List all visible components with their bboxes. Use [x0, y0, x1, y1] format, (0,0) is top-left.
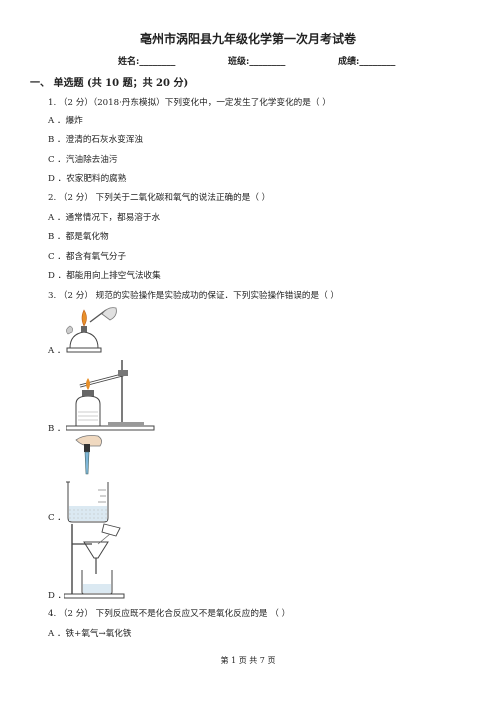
question-2-option-b: B ．都是氧化物 — [48, 232, 109, 242]
alcohol-lamp-figure — [66, 307, 117, 353]
dropper-beaker-figure — [66, 435, 109, 523]
question-1-option-b: B ．澄清的石灰水变浑浊 — [48, 135, 143, 145]
page-title: 亳州市涡阳县九年级化学第一次月考试卷 — [139, 32, 356, 46]
score-label: 成绩: — [338, 57, 360, 67]
question-2-option-a: A ．通常情况下，都易溶于水 — [48, 213, 161, 223]
page-footer: 第 1 页 共 7 页 — [220, 656, 276, 665]
class-field: 班级:________ — [228, 54, 285, 67]
question-1-option-d: D ．农家肥料的腐熟 — [48, 174, 127, 184]
question-2-option-c: C ．都含有氧气分子 — [48, 252, 127, 262]
question-1-stem: 1. （2 分）（2018·丹东模拟）下列变化中，一定发生了化学变化的是（ ） — [48, 98, 331, 108]
question-3-option-b: B ． — [48, 424, 66, 434]
question-4-option-a: A ．铁+氧气→氧化铁 — [48, 629, 132, 639]
score-field: 成绩:________ — [338, 54, 395, 67]
heating-apparatus-figure — [66, 360, 155, 431]
section-heading: 一、 单选题 (共 10 题；共 20 分) — [30, 78, 189, 89]
name-blank: ________ — [139, 57, 176, 67]
question-2-option-d: D ．都能用向上排空气法收集 — [48, 271, 161, 281]
question-3-option-c: C ． — [48, 513, 66, 523]
name-field: 姓名:________ — [118, 54, 175, 67]
class-label: 班级: — [228, 57, 250, 67]
filtration-figure — [64, 523, 125, 599]
class-blank: ________ — [249, 57, 286, 67]
question-1-option-c: C ．汽油除去油污 — [48, 155, 118, 165]
score-blank: ________ — [359, 57, 396, 67]
question-4-stem: 4. （2 分） 下列反应既不是化合反应又不是氧化反应的是 （ ） — [48, 609, 291, 619]
question-3-option-d: D ． — [48, 591, 67, 601]
question-3-stem: 3. （2 分） 规范的实验操作是实验成功的保证．下列实验操作错误的是（ ） — [48, 291, 340, 301]
question-3-option-a: A ． — [48, 346, 66, 356]
question-1-option-a: A ．爆炸 — [48, 116, 83, 126]
question-2-stem: 2. （2 分） 下列关于二氧化碳和氧气的说法正确的是（ ） — [48, 193, 271, 203]
name-label: 姓名: — [118, 57, 140, 67]
